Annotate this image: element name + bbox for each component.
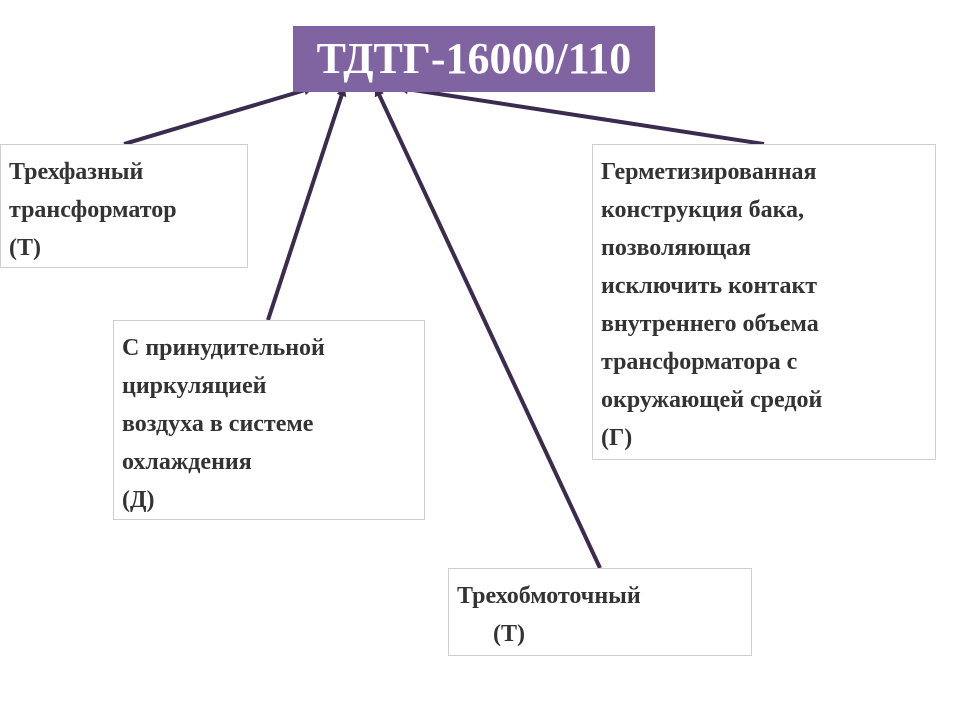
sealed-line-4: исключить контакт — [601, 273, 818, 299]
phase-line-1: Трехфазный — [9, 159, 144, 185]
cooling-line-4: охлаждения — [122, 449, 252, 475]
phase-line-3: (Т) — [9, 235, 41, 261]
cooling-line-3: воздуха в системе — [122, 411, 314, 437]
sealed-line-2: конструкция бака, — [601, 197, 805, 223]
sealed-tank-box: Герметизированная конструкция бака, позв… — [592, 144, 936, 460]
sealed-line-8: (Г) — [601, 425, 633, 451]
sealed-line-1: Герметизированная — [601, 159, 817, 185]
arrow-windings — [374, 86, 602, 569]
windings-box: Трехобмоточный (Т) — [448, 568, 752, 656]
cooling-line-1: С принудительной — [122, 335, 325, 361]
sealed-line-5: внутреннего объема — [601, 311, 819, 337]
arrow-cooling — [266, 86, 347, 321]
sealed-line-3: позволяющая — [601, 235, 751, 261]
phase-box: Трехфазный трансформатор (Т) — [0, 144, 248, 268]
windings-line-1: Трехобмоточный — [457, 583, 641, 609]
cooling-line-5: (Д) — [122, 487, 155, 513]
arrow-sealed — [398, 84, 765, 146]
arrow-phase — [123, 85, 314, 146]
sealed-line-6: трансформатора с — [601, 349, 798, 375]
cooling-line-2: циркуляцией — [122, 373, 267, 399]
sealed-line-7: окружающей средой — [601, 387, 823, 413]
transformer-designation-title: ТДТГ-16000/110 — [293, 26, 655, 92]
windings-line-2: (Т) — [493, 621, 525, 647]
phase-line-2: трансформатор — [9, 197, 177, 223]
cooling-box: С принудительной циркуляцией воздуха в с… — [113, 320, 425, 520]
